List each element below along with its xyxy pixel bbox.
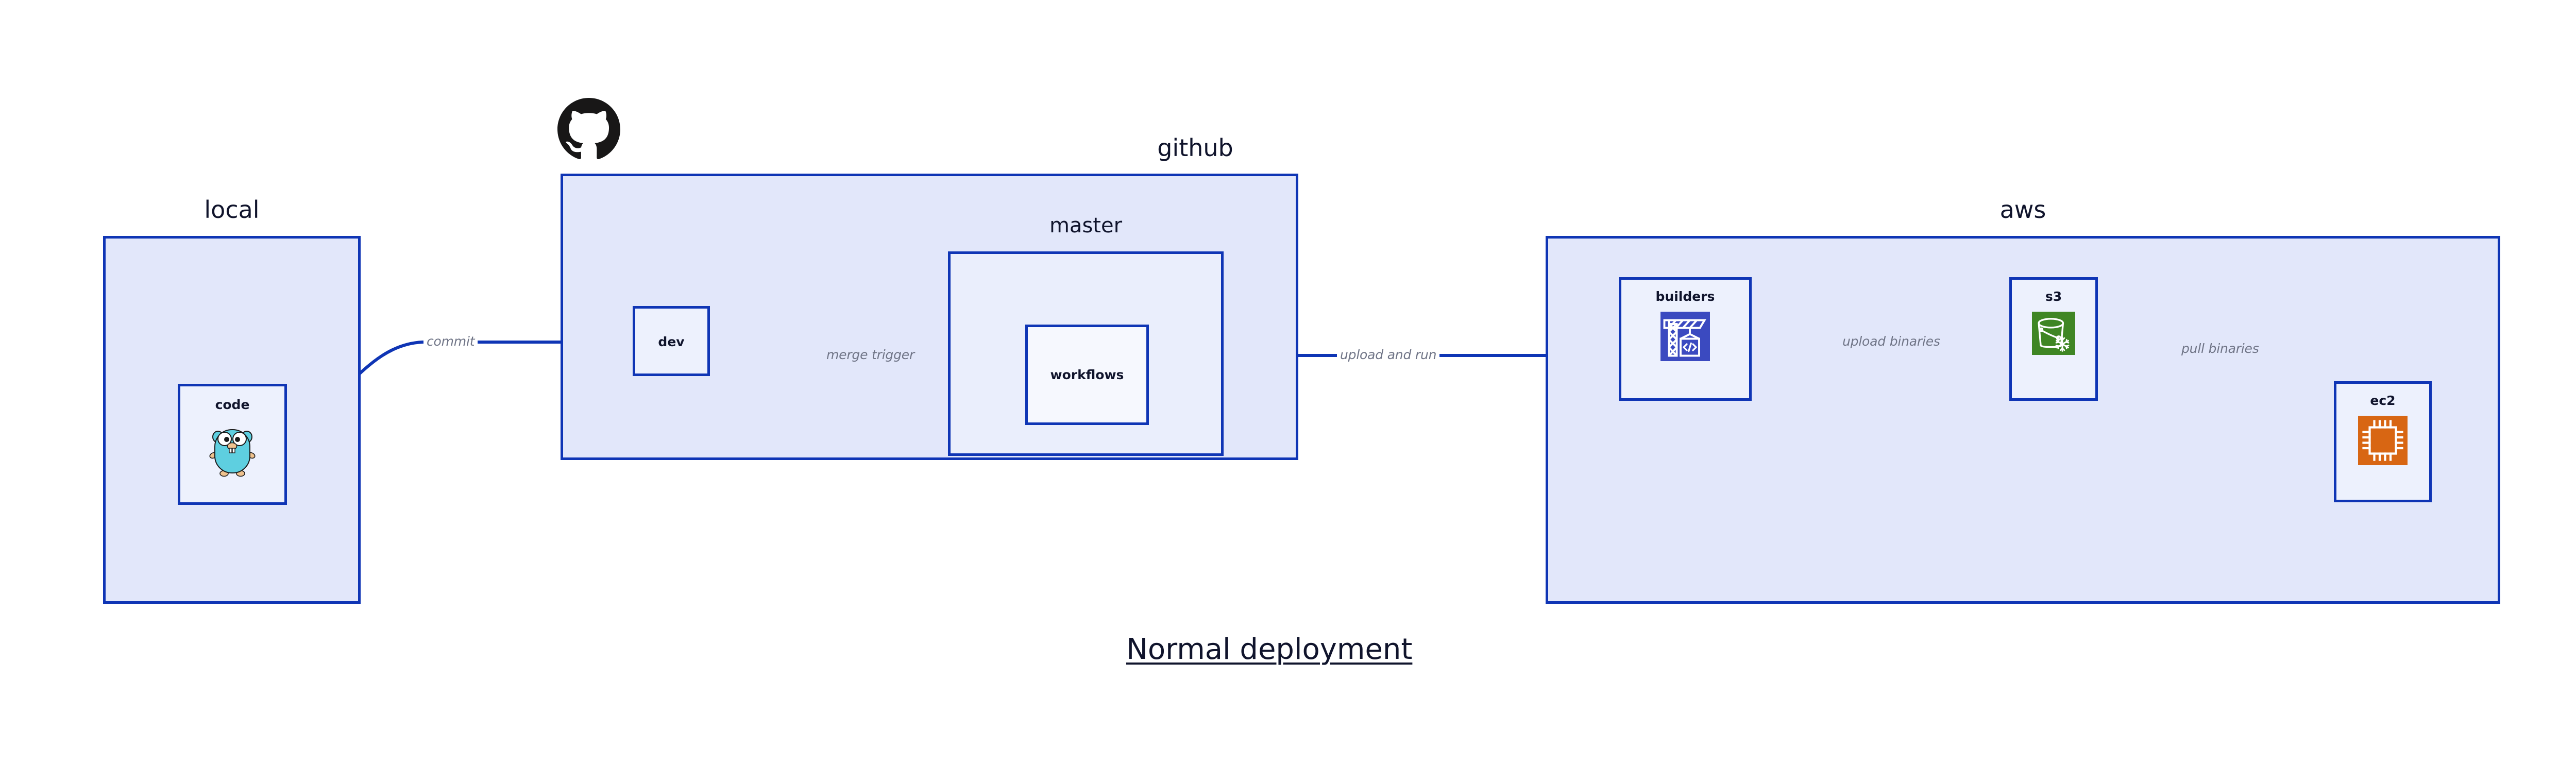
edge-label-merge-trigger: merge trigger — [823, 347, 918, 362]
node-label-ec2: ec2 — [2370, 393, 2396, 408]
node-code[interactable]: code — [178, 384, 287, 505]
node-dev[interactable]: dev — [633, 306, 710, 376]
diagram-title: Normal deployment — [1126, 633, 1413, 666]
group-label-local: local — [204, 196, 260, 224]
aws-s3-glacier-bucket-icon — [2032, 312, 2075, 355]
node-workflows[interactable]: workflows — [1025, 325, 1149, 425]
node-ec2[interactable]: ec2 — [2334, 381, 2432, 502]
group-label-master: master — [1049, 214, 1123, 237]
edge-label-upload-binaries: upload binaries — [1839, 334, 1943, 349]
node-s3[interactable]: s3 — [2009, 277, 2098, 401]
node-builders[interactable]: builders — [1619, 277, 1752, 401]
edge-label-upload-and-run: upload and run — [1337, 347, 1440, 362]
node-label-dev: dev — [658, 334, 685, 349]
node-label-code: code — [215, 397, 250, 412]
group-label-github: github — [1157, 134, 1233, 162]
aws-codebuild-crane-icon — [1660, 312, 1710, 361]
go-gopher-icon — [208, 423, 257, 477]
node-label-builders: builders — [1655, 289, 1715, 304]
group-label-aws: aws — [1999, 196, 2046, 224]
node-label-workflows: workflows — [1050, 367, 1124, 382]
edge-label-pull-binaries: pull binaries — [2178, 341, 2262, 356]
aws-ec2-chip-icon — [2358, 416, 2408, 465]
github-octocat-icon — [557, 98, 620, 161]
edge-label-commit: commit — [423, 334, 478, 349]
node-label-s3: s3 — [2045, 289, 2062, 304]
